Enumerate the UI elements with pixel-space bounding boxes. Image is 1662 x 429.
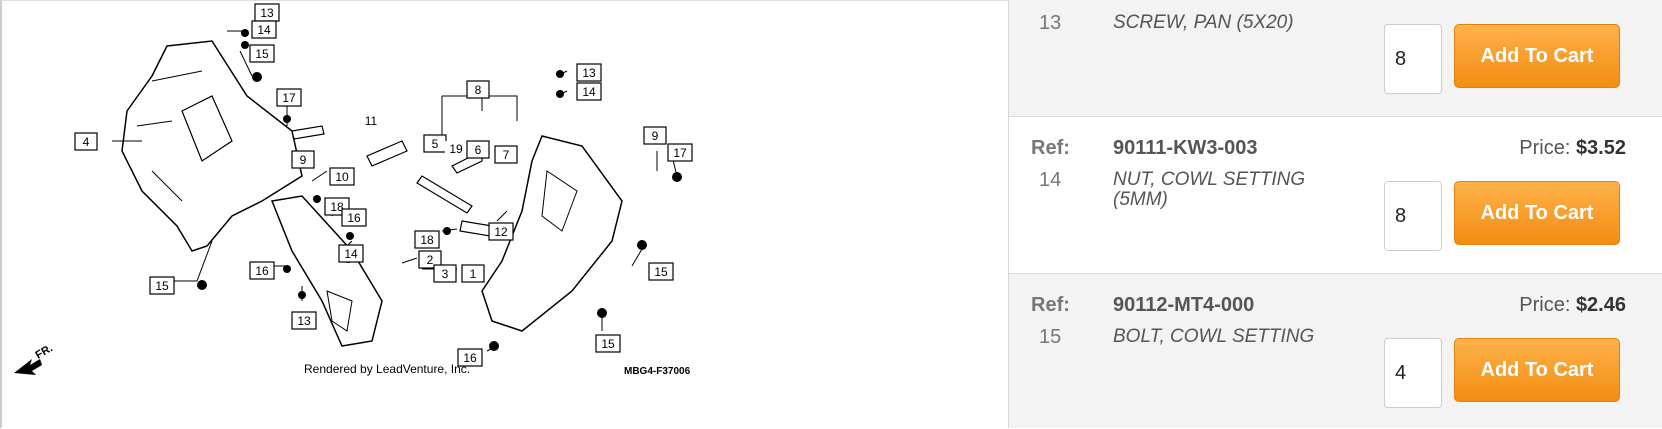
exploded-view-drawing: 13 14 15 17 4 9 10 18 16 14 15 16 13 11 … <box>14 3 693 377</box>
part-row: Ref: 15 90112-MT4-000 BOLT, COWL SETTING… <box>1009 274 1662 428</box>
svg-text:13: 13 <box>297 314 311 328</box>
svg-text:15: 15 <box>155 279 169 293</box>
diagram-code: MBG4-F37006 <box>624 366 691 377</box>
parts-list-panel: 13 SCREW, PAN (5X20) 8 Add To Cart Ref: … <box>1008 0 1662 428</box>
callout-15-left: 15 <box>149 276 175 295</box>
svg-text:19: 19 <box>449 142 463 156</box>
svg-text:11: 11 <box>365 114 378 128</box>
callout-17-right: 17 <box>667 143 693 162</box>
svg-text:16: 16 <box>255 264 269 278</box>
quantity-input[interactable]: 8 <box>1384 181 1442 251</box>
callout-16-left: 16 <box>249 261 275 280</box>
ref-number: 15 <box>1039 326 1062 348</box>
svg-text:12: 12 <box>494 225 508 239</box>
price-label: Price: <box>1519 137 1571 159</box>
ref-label: Ref: <box>1031 294 1070 316</box>
callout-14-right: 14 <box>576 82 602 101</box>
svg-text:8: 8 <box>475 83 482 97</box>
svg-text:14: 14 <box>582 85 596 99</box>
callout-5: 5 <box>423 134 447 153</box>
price-value: $3.52 <box>1575 137 1626 159</box>
svg-text:14: 14 <box>344 247 358 261</box>
callout-1: 1 <box>461 264 485 283</box>
svg-text:15: 15 <box>255 47 269 61</box>
callout-7: 7 <box>494 145 518 164</box>
right-cowl-shape <box>481 135 623 332</box>
callout-12: 12 <box>488 222 514 241</box>
add-to-cart-button[interactable]: Add To Cart <box>1454 338 1620 402</box>
callout-11: 11 <box>360 114 382 129</box>
callout-13-right: 13 <box>576 63 602 82</box>
part-description: NUT, COWL SETTING (5MM) <box>1113 169 1306 210</box>
svg-text:FR.: FR. <box>34 342 55 361</box>
callout-3: 3 <box>433 264 457 283</box>
callout-6: 6 <box>466 140 490 159</box>
callout-15-bottom: 15 <box>595 334 621 353</box>
svg-text:10: 10 <box>335 170 349 184</box>
part-number[interactable]: 90112-MT4-000 <box>1113 294 1255 316</box>
diagram-credit: Rendered by LeadVenture, Inc. <box>304 362 470 376</box>
ref-number: 13 <box>1039 12 1062 34</box>
ref-number: 14 <box>1039 169 1062 191</box>
add-to-cart-button[interactable]: Add To Cart <box>1454 24 1620 88</box>
callout-16-mid: 16 <box>341 208 367 227</box>
svg-text:7: 7 <box>503 148 510 162</box>
svg-text:1: 1 <box>470 267 477 281</box>
callout-17-left: 17 <box>276 88 302 107</box>
front-direction-arrow-icon: FR. <box>14 342 55 375</box>
svg-text:15: 15 <box>654 265 668 279</box>
price-value: $2.46 <box>1575 294 1626 316</box>
svg-text:3: 3 <box>442 267 449 281</box>
quantity-input[interactable]: 8 <box>1384 24 1442 94</box>
part-row: 13 SCREW, PAN (5X20) 8 Add To Cart <box>1009 0 1662 117</box>
add-to-cart-button[interactable]: Add To Cart <box>1454 181 1620 245</box>
parts-diagram: 13 14 15 17 4 9 10 18 16 14 15 16 13 11 … <box>0 0 1008 428</box>
svg-text:17: 17 <box>673 146 687 160</box>
callout-15-right: 15 <box>648 262 674 281</box>
callout-18-mid: 18 <box>414 230 440 249</box>
callout-14-top: 14 <box>251 20 277 39</box>
svg-text:16: 16 <box>347 211 361 225</box>
callout-10: 10 <box>329 167 355 186</box>
svg-text:5: 5 <box>432 137 439 151</box>
price: Price: $2.46 <box>1519 294 1626 317</box>
inner-panel-shape <box>270 195 383 347</box>
callout-14-mid: 14 <box>338 244 364 263</box>
ref-label: Ref: <box>1031 137 1070 159</box>
quantity-input[interactable]: 4 <box>1384 338 1442 408</box>
svg-text:13: 13 <box>582 66 596 80</box>
callout-2: 2 <box>418 250 442 269</box>
svg-text:15: 15 <box>601 337 615 351</box>
svg-text:16: 16 <box>463 351 477 365</box>
callout-9-right: 9 <box>643 126 667 145</box>
svg-text:9: 9 <box>652 129 659 143</box>
svg-text:6: 6 <box>475 143 482 157</box>
svg-text:17: 17 <box>282 91 296 105</box>
price-label: Price: <box>1519 294 1571 316</box>
svg-text:18: 18 <box>330 200 344 214</box>
svg-text:4: 4 <box>83 135 90 149</box>
price: Price: $3.52 <box>1519 137 1626 160</box>
part-description: SCREW, PAN (5X20) <box>1113 12 1294 33</box>
callout-8: 8 <box>466 80 490 99</box>
callout-9-left: 9 <box>291 150 315 169</box>
callout-13-bottom: 13 <box>291 311 317 330</box>
callout-19: 19 <box>445 141 467 156</box>
svg-text:18: 18 <box>420 233 434 247</box>
callout-13-top: 13 <box>254 3 280 22</box>
svg-text:2: 2 <box>427 253 434 267</box>
part-number[interactable]: 90111-KW3-003 <box>1113 137 1258 159</box>
callout-15-top: 15 <box>249 44 275 63</box>
svg-text:14: 14 <box>257 23 271 37</box>
svg-text:13: 13 <box>260 6 274 20</box>
part-description: BOLT, COWL SETTING <box>1113 326 1315 347</box>
callout-16-bottom: 16 <box>457 348 483 367</box>
svg-text:9: 9 <box>300 153 307 167</box>
part-row: Ref: 14 90111-KW3-003 NUT, COWL SETTING … <box>1009 117 1662 274</box>
callout-4: 4 <box>74 132 98 151</box>
